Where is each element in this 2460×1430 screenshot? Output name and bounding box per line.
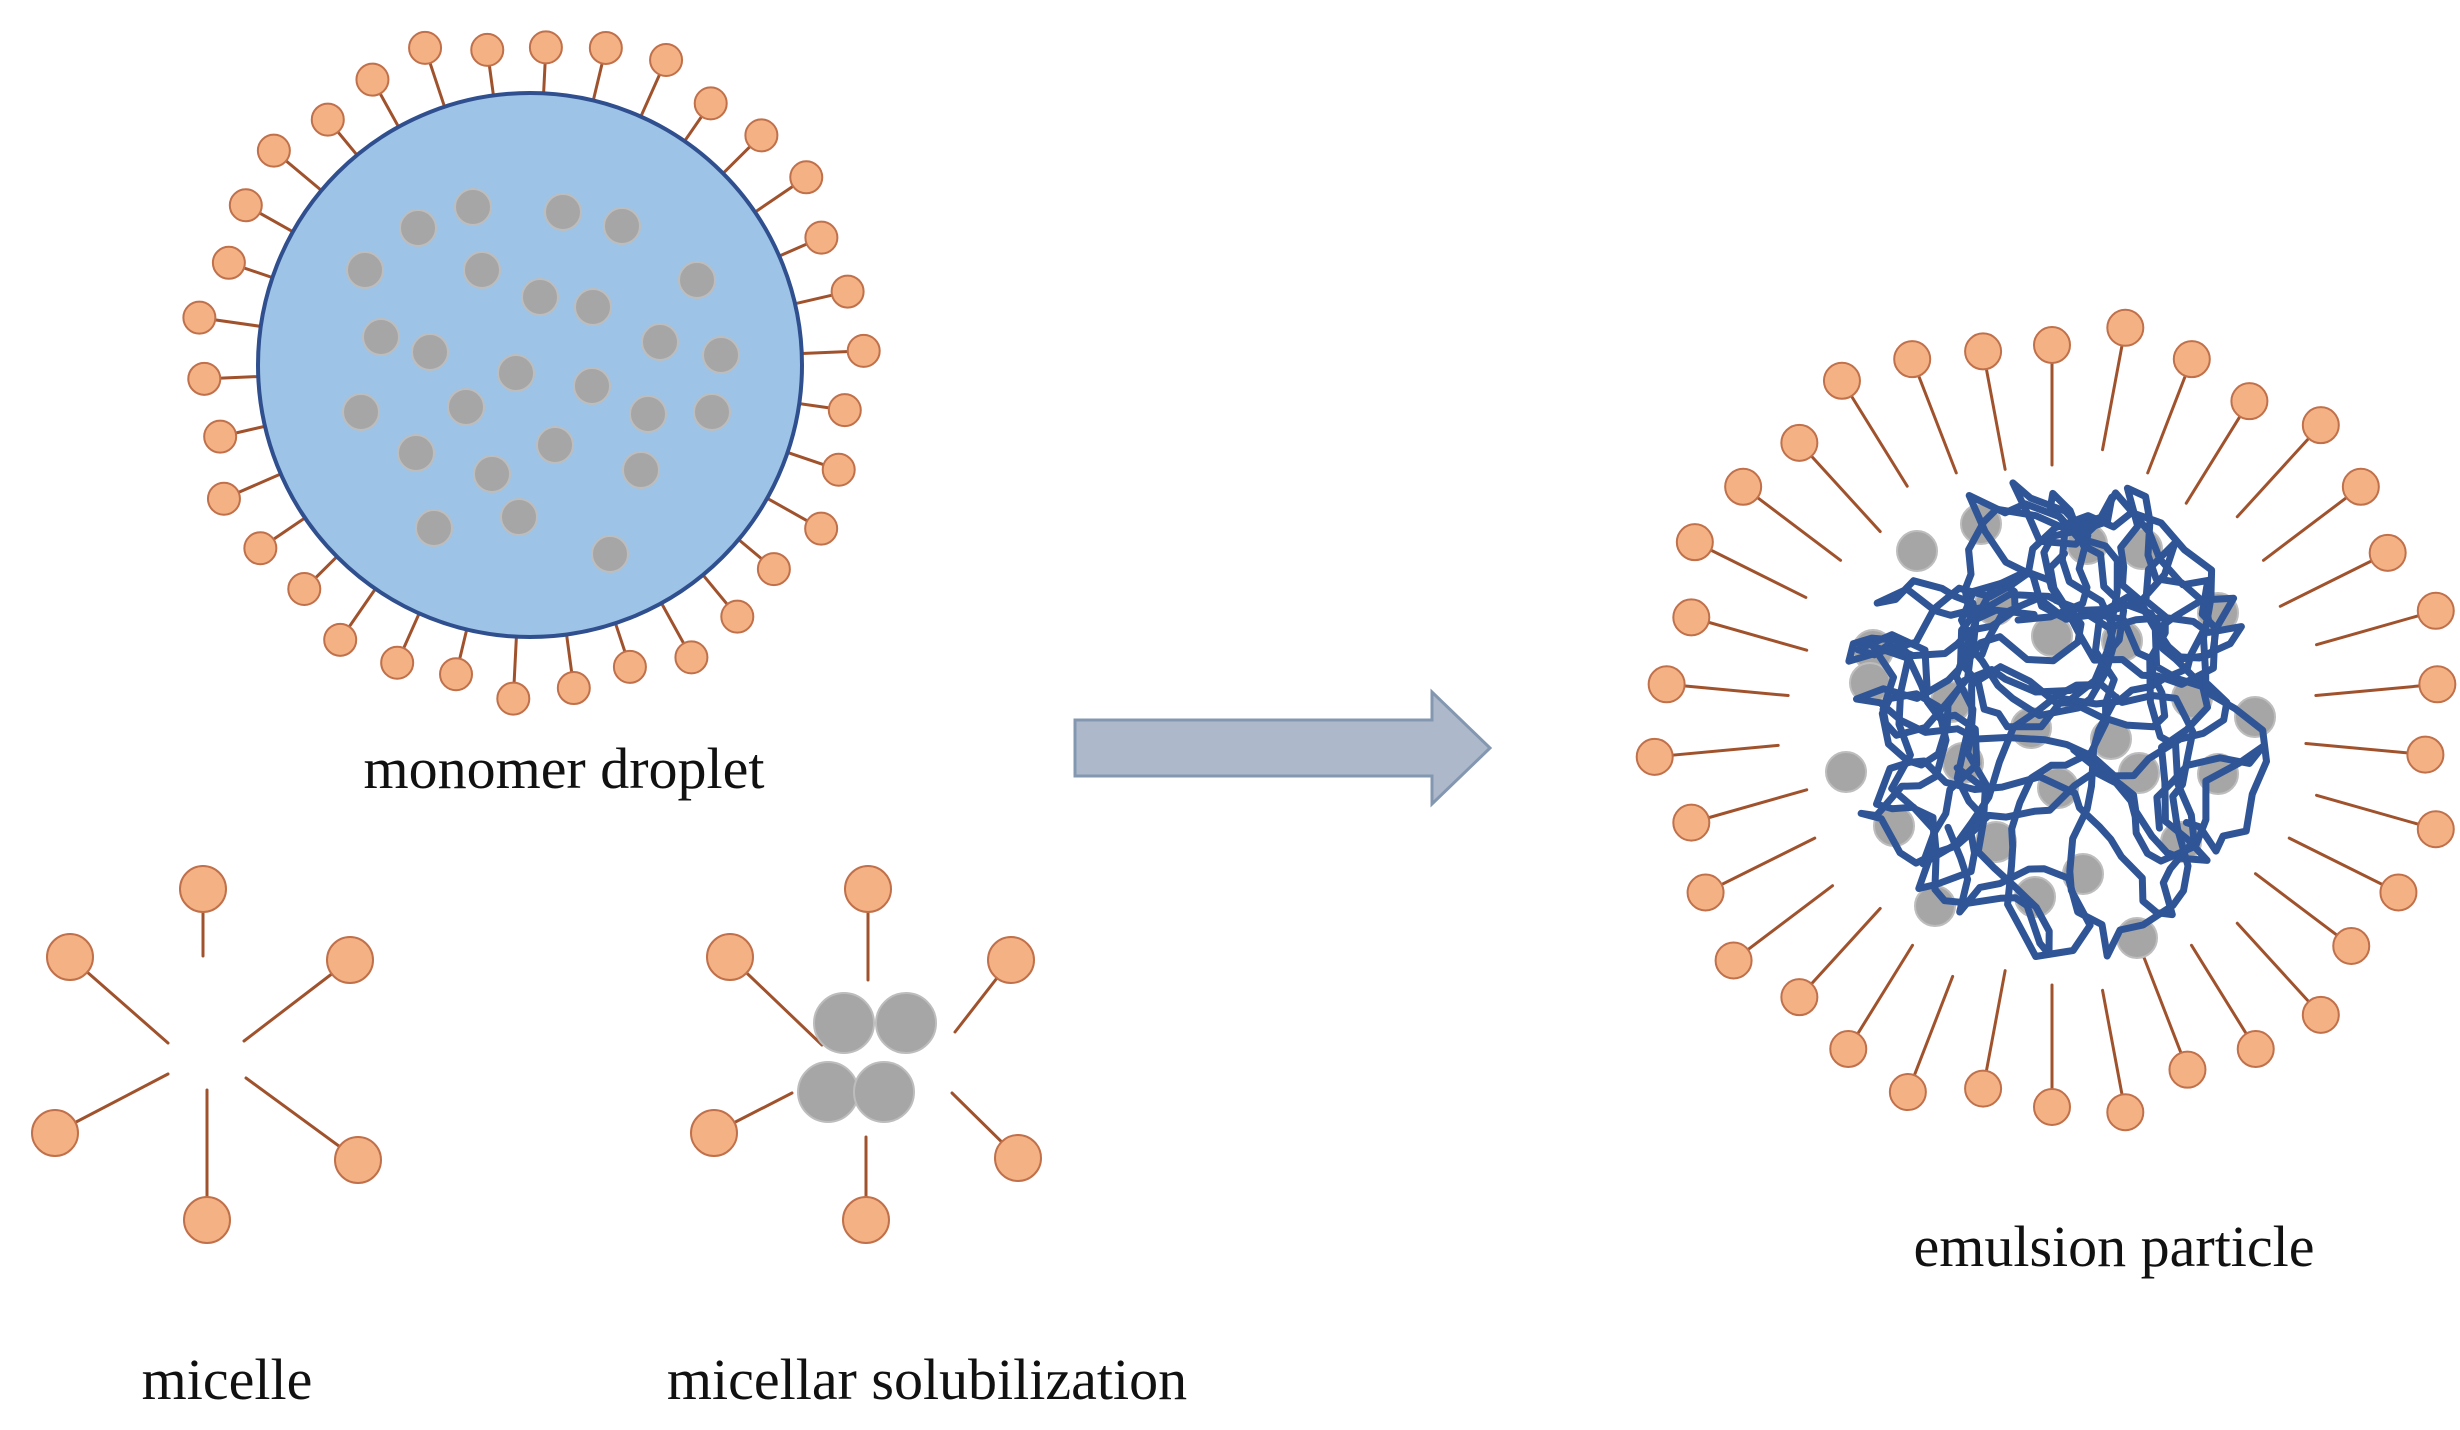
surfactant-molecule-icon	[732, 478, 839, 546]
surfactant-molecule-icon	[1780, 906, 1882, 1017]
monomer-molecule-icon	[2234, 696, 2276, 738]
micellar-solubilization	[690, 865, 1042, 1244]
monomer-molecule-icon	[1825, 751, 1867, 793]
surfactant-molecule-icon	[2304, 735, 2445, 774]
surfactant-molecule-icon	[1672, 598, 1809, 652]
surfactant-molecule-icon	[2315, 793, 2455, 849]
surfactant-molecule-icon	[2184, 382, 2269, 505]
surfactant-molecule-icon	[2142, 956, 2207, 1089]
surfactant-molecule-icon	[2235, 921, 2340, 1034]
surfactant-molecule-icon	[2314, 665, 2457, 704]
surfactant-molecule-icon	[1829, 943, 1914, 1069]
particle-surfactant-layer	[1635, 308, 2457, 1132]
monomer-molecule-icon	[544, 193, 582, 231]
surfactant-molecule-icon	[1647, 665, 1790, 704]
polymer-chain	[1853, 492, 2231, 788]
surfactant-molecule-icon	[1675, 523, 1808, 599]
polymer-chain	[1957, 493, 2245, 864]
monomer-molecule-icon	[463, 251, 501, 289]
surfactant-molecule-icon	[2146, 340, 2211, 475]
monomer-molecule-icon	[454, 188, 492, 226]
monomer-molecule-icon	[603, 207, 641, 245]
surfactant-molecule-icon	[1888, 974, 1955, 1112]
monomer-molecule-icon	[622, 451, 660, 489]
surfactant-molecule-icon	[690, 1091, 794, 1157]
monomer-molecule-icon	[813, 992, 875, 1054]
surfactant-molecule-icon	[1714, 884, 1835, 980]
surfactant-molecule-icon	[2033, 983, 2071, 1126]
surfactant-molecule-icon	[1893, 340, 1958, 475]
surfactant-molecule-icon	[1724, 467, 1843, 562]
surfactant-molecule-icon	[706, 933, 824, 1047]
monomer-molecule-icon	[693, 393, 731, 431]
surfactant-molecule-icon	[2253, 872, 2371, 965]
monomer-molecule-icon	[473, 455, 511, 493]
polymer-chain-tangle	[1845, 479, 2270, 960]
monomer-molecule-icon	[397, 434, 435, 472]
surfactant-molecule-icon	[323, 556, 399, 657]
monomer-molecule-icon	[399, 209, 437, 247]
surfactant-molecule-icon	[2235, 406, 2340, 519]
surfactant-molecule-icon	[2315, 591, 2455, 647]
micelle	[31, 865, 382, 1244]
reaction-arrow	[1073, 688, 1493, 808]
monomer-droplet-label: monomer droplet	[363, 736, 765, 801]
surfactant-molecule-icon	[244, 1076, 382, 1184]
surfactant-molecule-icon	[1686, 836, 1817, 912]
droplet-monomer-cluster	[342, 188, 740, 573]
monomer-molecule-icon	[500, 498, 538, 536]
monomer-molecule-icon	[521, 278, 559, 316]
monomer-molecule-icon	[415, 509, 453, 547]
monomer-molecule-icon	[797, 1061, 859, 1123]
surfactant-molecule-icon	[1964, 969, 2007, 1108]
monomer-molecule-icon	[536, 426, 574, 464]
surfactant-molecule-icon	[2101, 308, 2145, 452]
micellar-solubilization-label: micellar solubilization	[666, 1347, 1188, 1412]
surfactant-molecule-icon	[179, 865, 227, 958]
surfactant-molecule-icon	[842, 1135, 890, 1244]
monomer-molecule-icon	[497, 354, 535, 392]
surfactant-molecule-icon	[1672, 788, 1809, 842]
surfactant-molecule-icon	[1635, 737, 1780, 776]
surfactant-molecule-icon	[183, 1088, 231, 1244]
monomer-molecule-icon	[875, 992, 937, 1054]
surfactant-molecule-icon	[2101, 988, 2145, 1132]
monomer-molecule-icon	[702, 336, 740, 374]
monomer-molecule-icon	[641, 323, 679, 361]
emulsion-particle-label: emulsion particle	[1913, 1214, 2315, 1279]
monomer-molecule-icon	[853, 1061, 915, 1123]
monomer-droplet	[182, 30, 881, 716]
monomer-molecule-icon	[362, 318, 400, 356]
monomer-molecule-icon	[573, 367, 611, 405]
surfactant-molecule-icon	[953, 936, 1035, 1034]
monomer-molecule-icon	[411, 333, 449, 371]
right-arrow-icon	[1073, 688, 1493, 808]
surfactant-molecule-icon	[2261, 467, 2380, 562]
polymer-chain	[1873, 539, 2198, 958]
monomer-molecule-icon	[342, 393, 380, 431]
surfactant-molecule-icon	[1822, 361, 1909, 488]
surfactant-molecule-icon	[844, 865, 892, 982]
monomer-molecule-icon	[447, 388, 485, 426]
surfactant-molecule-icon	[1964, 332, 2007, 471]
micelle-label: micelle	[141, 1347, 313, 1412]
monomer-molecule-icon	[346, 251, 384, 289]
surfactant-molecule-icon	[242, 936, 374, 1043]
monomer-molecule-icon	[1896, 530, 1938, 572]
surfactant-molecule-icon	[2033, 326, 2071, 467]
surfactant-molecule-icon	[2278, 533, 2407, 608]
surfactant-molecule-icon	[31, 1072, 170, 1157]
monomer-molecule-icon	[591, 535, 629, 573]
monomer-molecule-icon	[574, 288, 612, 326]
surfactant-molecule-icon	[1780, 423, 1882, 534]
surfactant-molecule-icon	[46, 933, 170, 1045]
polymer-chain	[1845, 509, 2270, 892]
monomer-molecule-icon	[629, 395, 667, 433]
surfactant-molecule-icon	[2190, 943, 2275, 1069]
emulsion-particle	[1635, 308, 2457, 1132]
surfactant-molecule-icon	[950, 1091, 1042, 1182]
surfactant-molecule-icon	[2287, 836, 2418, 912]
monomer-molecule-icon	[678, 261, 716, 299]
